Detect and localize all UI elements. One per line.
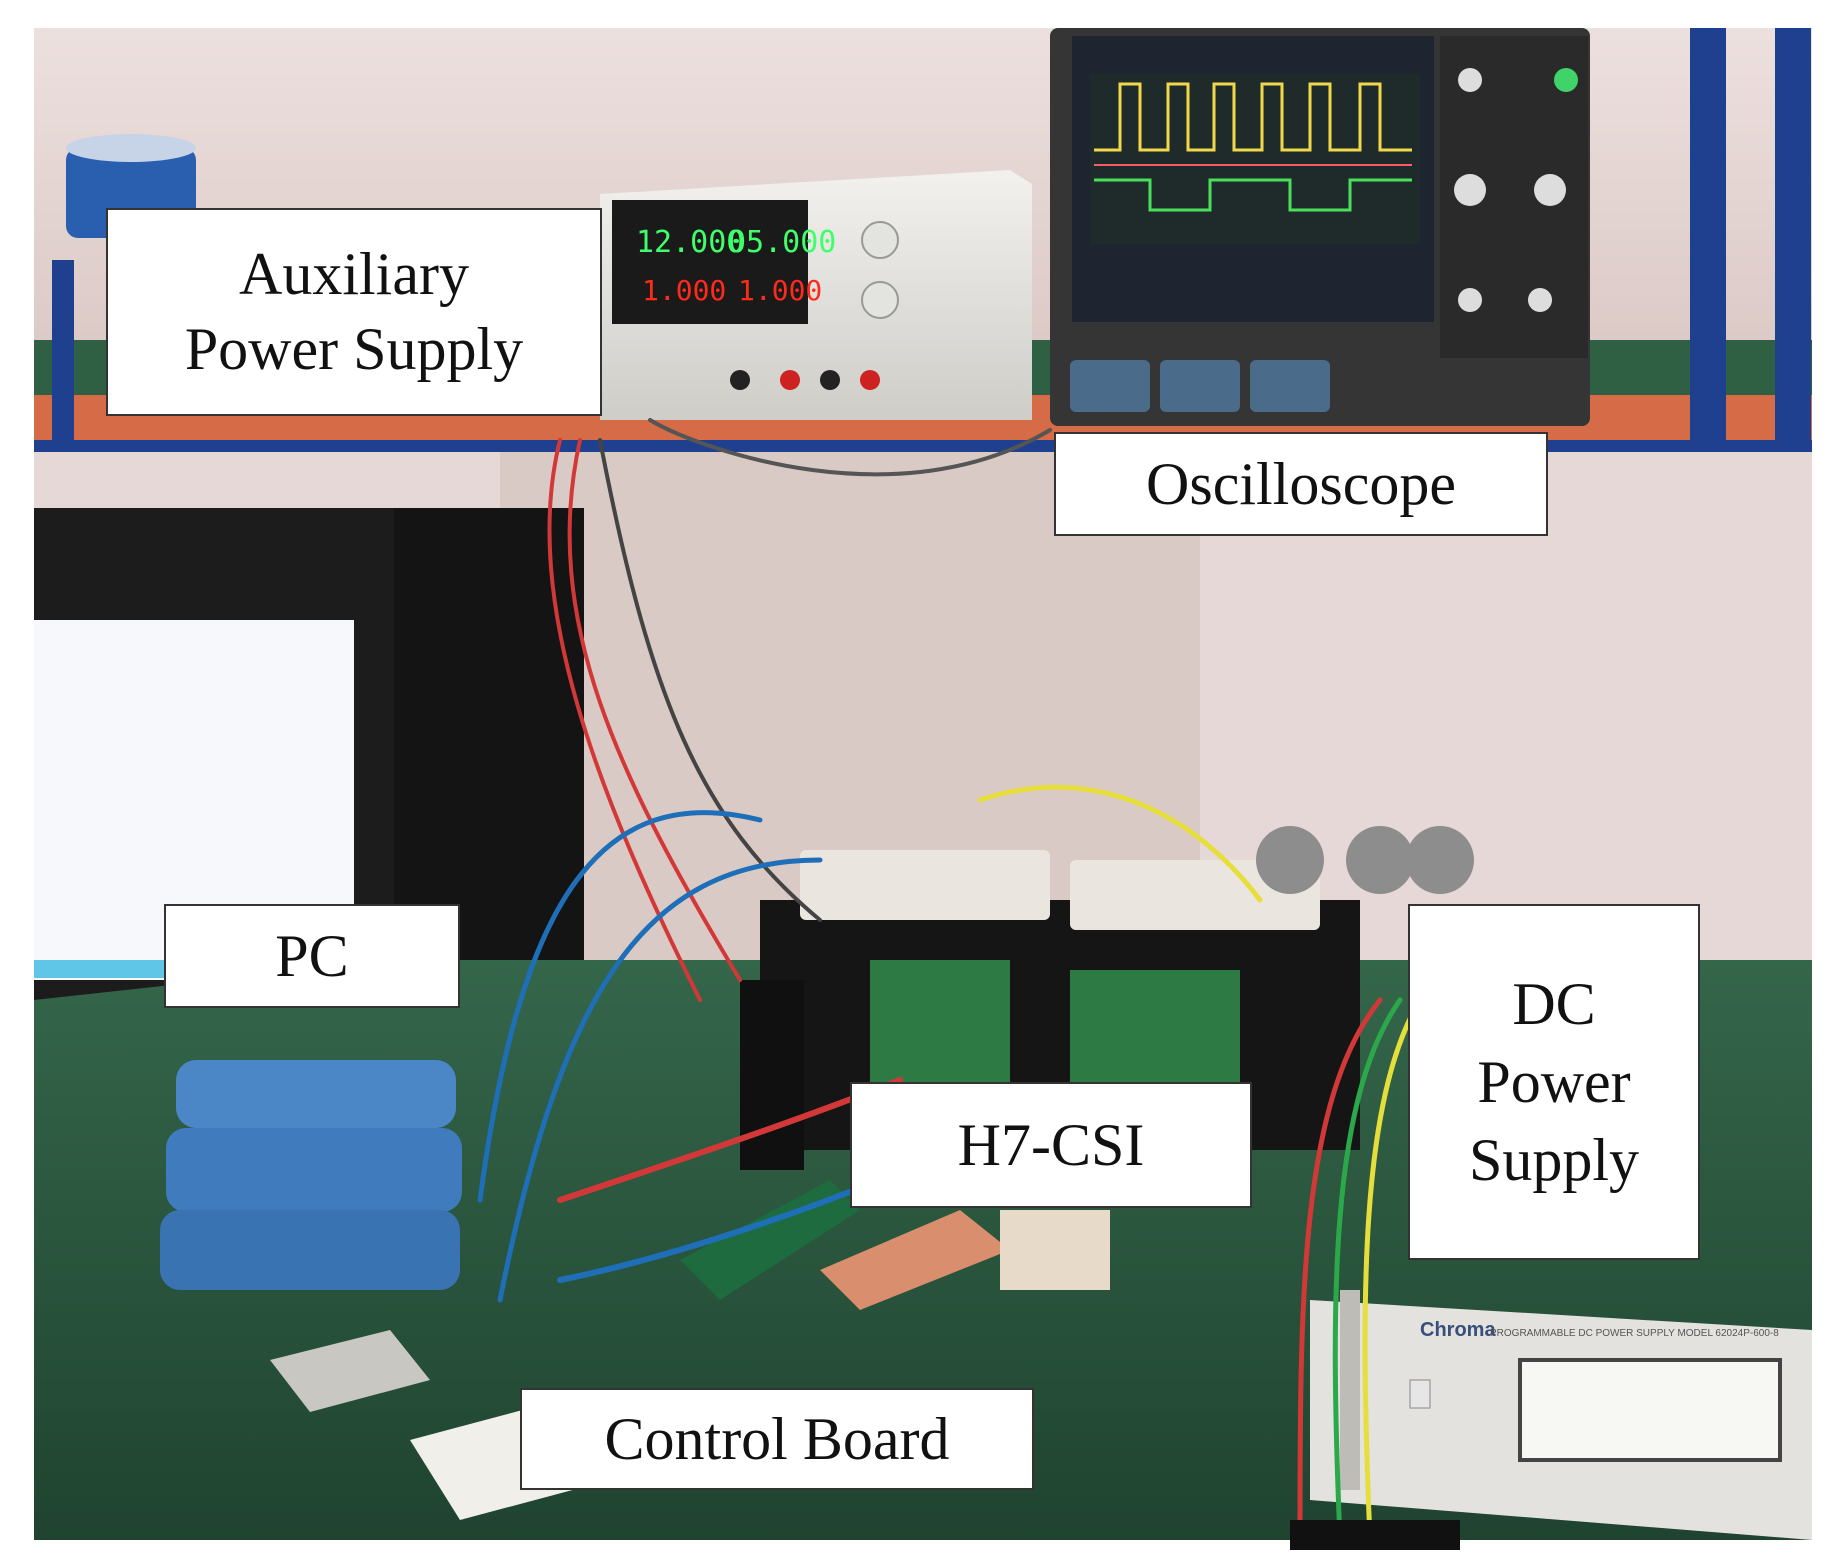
psu-display-a2: 1.000 <box>738 274 822 307</box>
dc-power-supply-label: DC Power Supply <box>1408 904 1700 1260</box>
h7-csi-label: H7-CSI <box>850 1082 1252 1208</box>
control-board-label-text: Control Board <box>604 1405 950 1472</box>
psu-display-v1: 12.000 <box>636 225 744 260</box>
network-switch-box <box>270 1330 430 1412</box>
blue-instrument-stack <box>160 1060 462 1290</box>
auxiliary-power-supply-label: Auxiliary Power Supply <box>106 208 602 416</box>
h7-csi-label-text: H7-CSI <box>957 1111 1145 1178</box>
psu-display-a1: 1.000 <box>642 274 726 307</box>
cables <box>477 418 1423 1543</box>
psu-display-v2: 05.000 <box>728 225 836 260</box>
dc-power-supply-label-line3: Supply <box>1468 1127 1640 1193</box>
dc-power-supply-label-line1: DC <box>1512 971 1596 1037</box>
auxiliary-power-supply-label-line2: Power Supply <box>184 316 524 382</box>
oscilloscope-unit <box>1050 28 1590 426</box>
control-board-label: Control Board <box>520 1388 1034 1490</box>
control-board-hardware <box>680 1180 1110 1310</box>
auxiliary-power-supply-label-line1: Auxiliary <box>239 241 469 307</box>
dc-power-supply-label-line2: Power <box>1477 1049 1631 1115</box>
dc-psu-brand: Chroma <box>1420 1319 1496 1341</box>
dc-psu-model: PROGRAMMABLE DC POWER SUPPLY MODEL 62024… <box>1490 1328 1779 1339</box>
dc-power-supply-unit: Chroma PROGRAMMABLE DC POWER SUPPLY MODE… <box>1310 1290 1812 1540</box>
auxiliary-power-supply-unit: 12.000 05.000 1.000 1.000 <box>600 170 1032 420</box>
pc-label: PC <box>164 904 460 1008</box>
terminal-block <box>1290 1520 1460 1550</box>
pc-label-text: PC <box>275 922 349 989</box>
oscilloscope-label-text: Oscilloscope <box>1146 450 1456 517</box>
oscilloscope-label: Oscilloscope <box>1054 432 1548 536</box>
